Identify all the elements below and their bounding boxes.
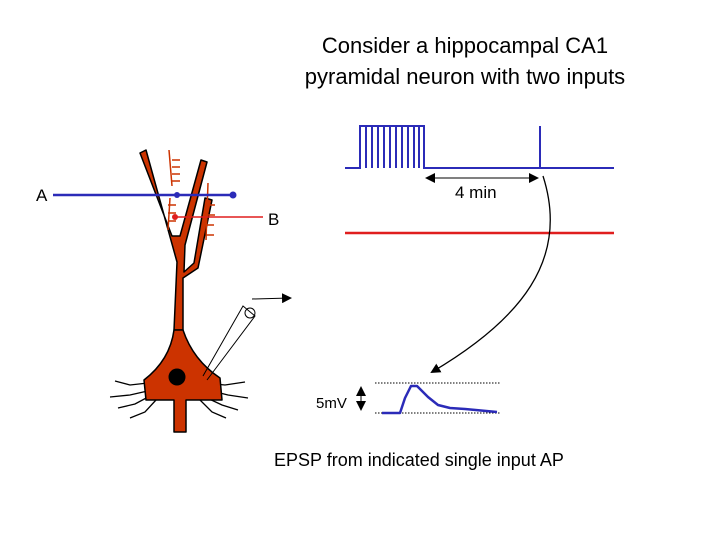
epsp-trace [375, 382, 500, 415]
input-b-synapse [172, 214, 178, 220]
title-line-2: pyramidal neuron with two inputs [304, 64, 626, 89]
input-a-fiber [53, 191, 237, 199]
epsp-pointer-arrow [430, 175, 551, 374]
epsp-caption: EPSP from indicated single input AP [274, 450, 564, 470]
input-b-label: B [268, 210, 280, 229]
scale-label: 5mV [316, 395, 347, 412]
interval-label: 4 min [455, 183, 497, 202]
recording-electrode [202, 293, 292, 381]
input-a-label: A [36, 186, 48, 205]
nucleus [168, 368, 186, 386]
pyramidal-neuron [139, 149, 223, 433]
dendritic-spines [167, 149, 215, 241]
input-a-synapse [229, 191, 237, 199]
title-line-1: Consider a hippocampal CA1 [321, 33, 609, 58]
diagram-title: Consider a hippocampal CA1 pyramidal neu… [270, 30, 660, 92]
input-b-fiber [172, 214, 263, 220]
input-a-trace [345, 125, 614, 169]
